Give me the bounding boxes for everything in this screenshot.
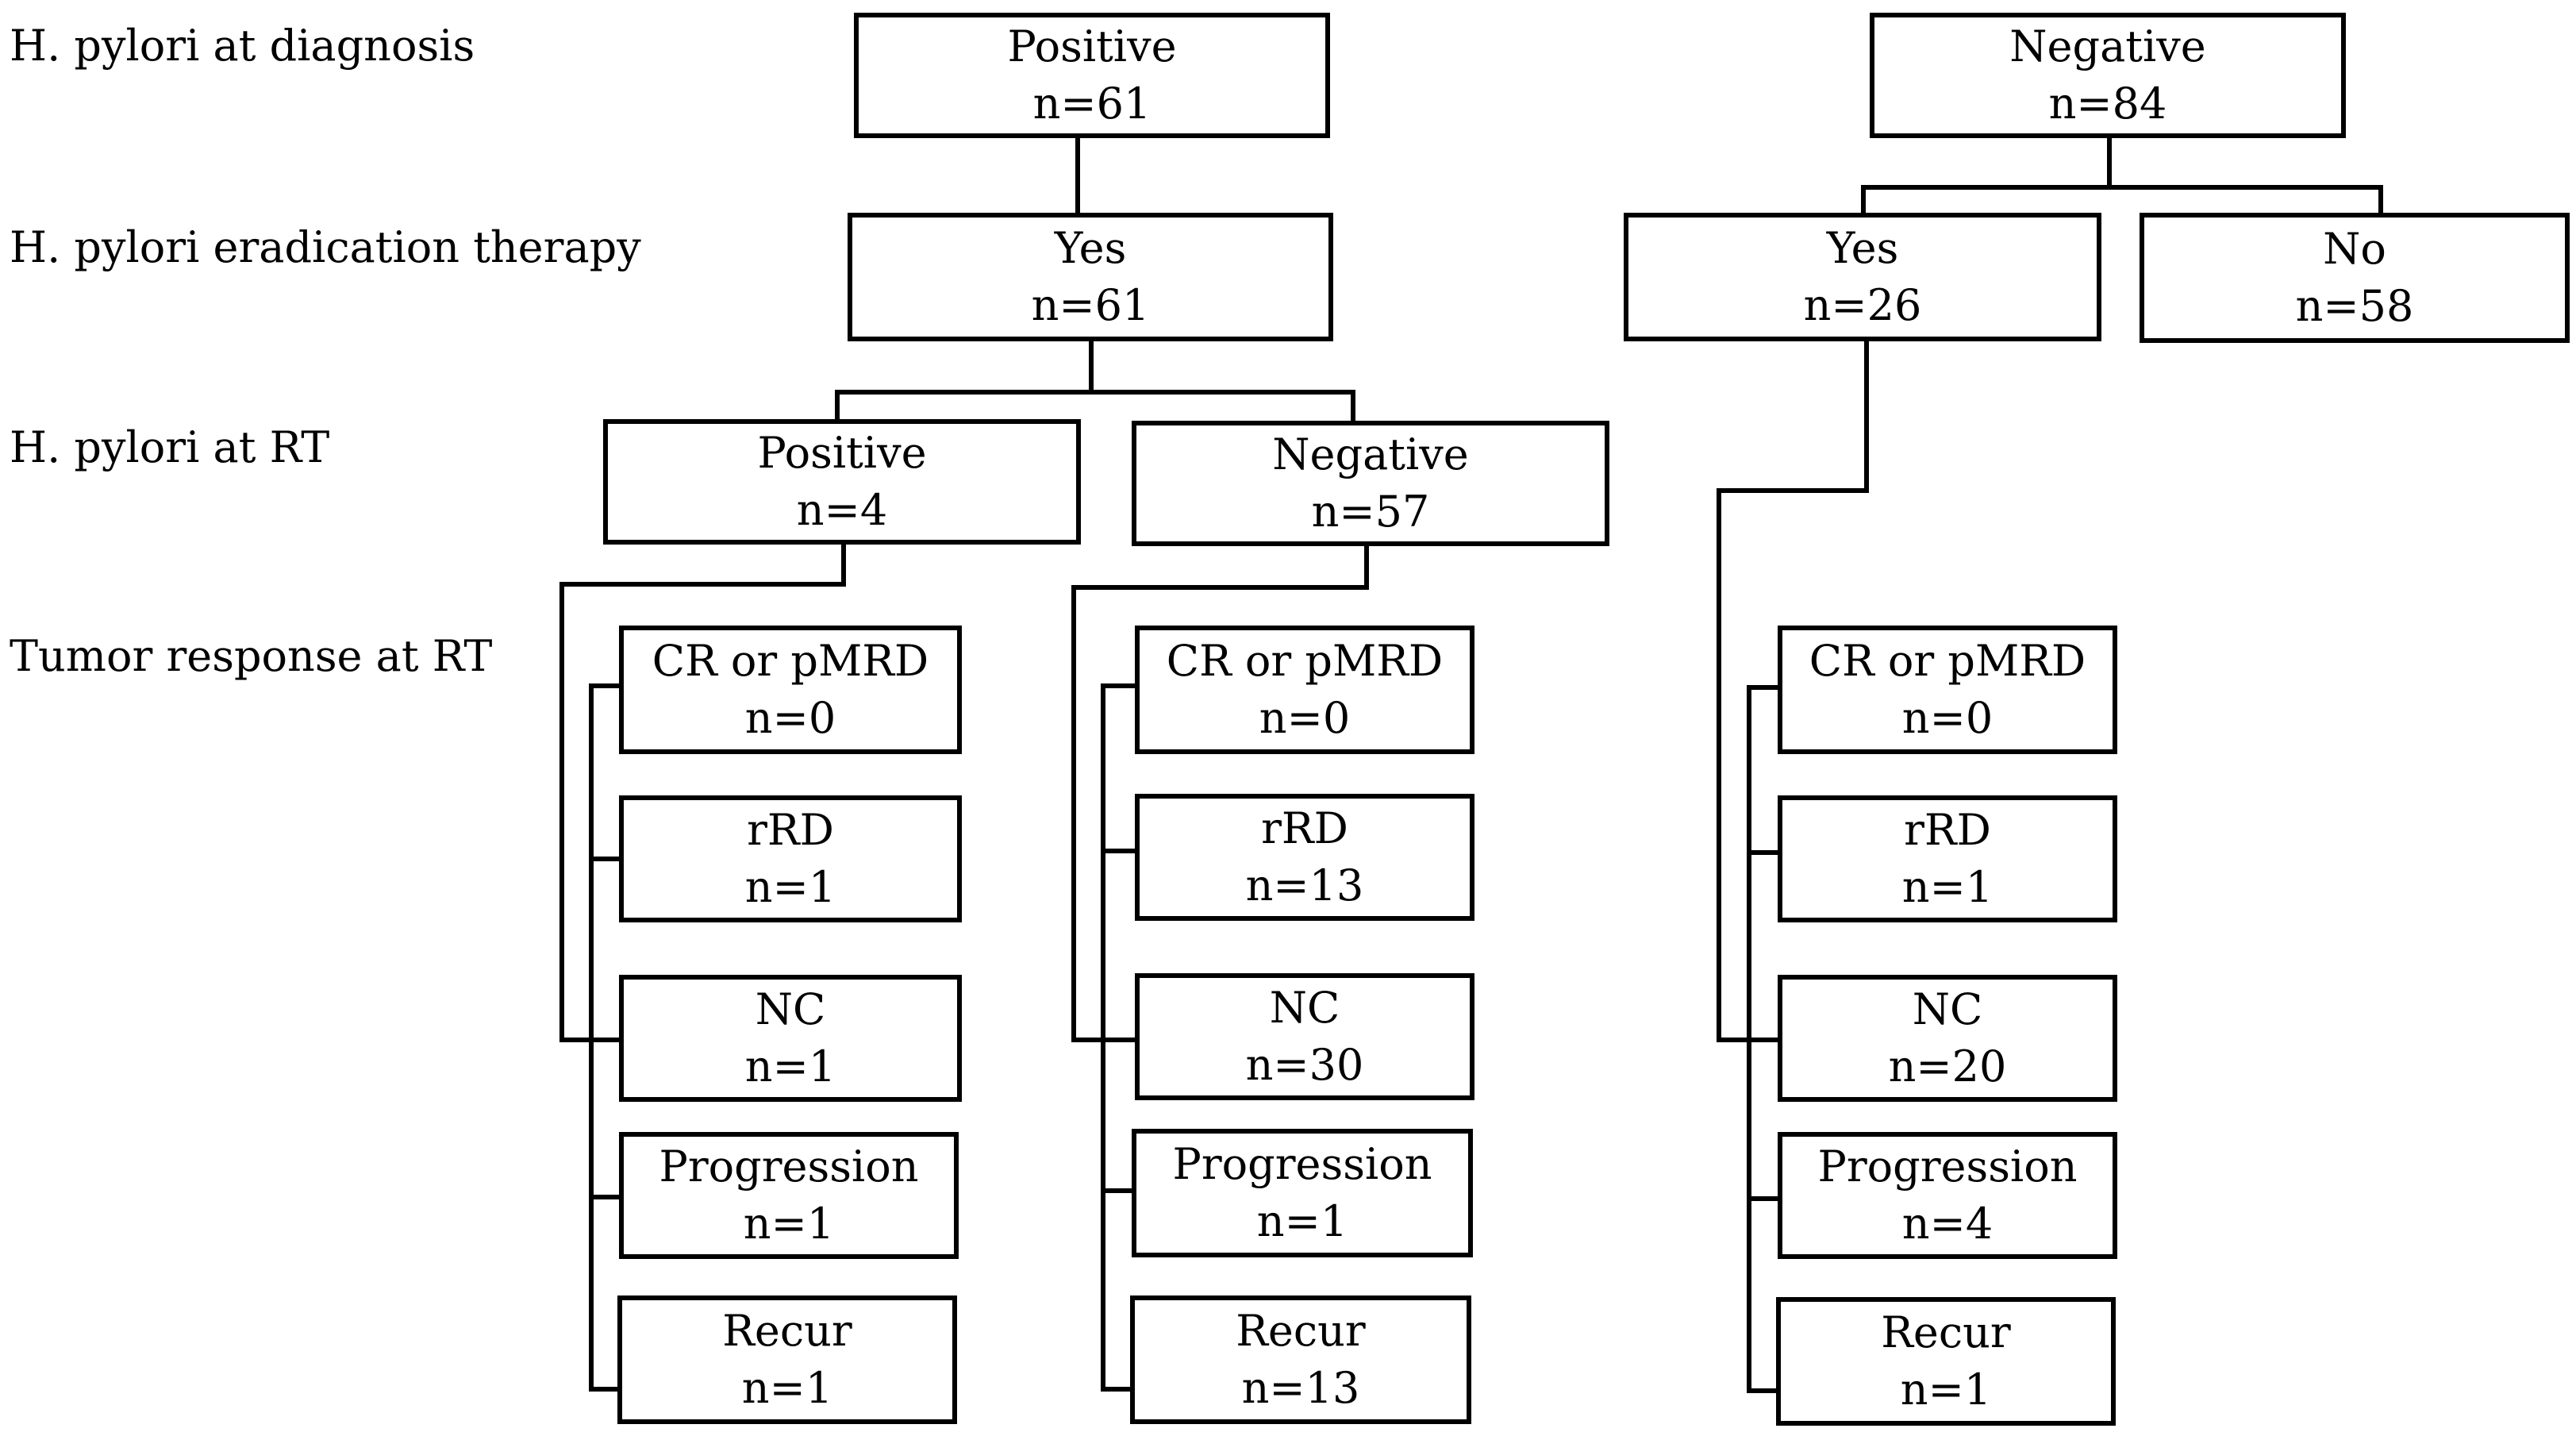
box-eradication-positive-yes: Yes n=61	[848, 213, 1333, 341]
box-label: rRD	[1261, 803, 1348, 853]
connector-rt-positive-to-responses	[559, 541, 846, 1042]
box-count: n=13	[1241, 1363, 1360, 1413]
connector-group2-bracket	[1101, 683, 1137, 1392]
box-count: n=4	[1901, 1199, 1994, 1249]
box-response-dneg-rrd: rRD n=1	[1778, 795, 2117, 922]
connector-group3-bracket	[1747, 685, 1780, 1393]
box-label: CR or pMRD	[652, 636, 929, 686]
box-response-rtpos-recur: Recur n=1	[617, 1295, 957, 1424]
box-label: Positive	[757, 428, 927, 478]
connector-erad-yes-to-rt	[835, 337, 1355, 425]
box-response-dneg-recur: Recur n=1	[1776, 1297, 2116, 1426]
row-label-eradication: H. pylori eradication therapy	[10, 222, 641, 272]
box-response-rtneg-nc: NC n=30	[1135, 973, 1474, 1100]
box-count: n=0	[1901, 693, 1994, 743]
box-count: n=1	[744, 1041, 836, 1091]
box-response-dneg-cr: CR or pMRD n=0	[1778, 626, 2117, 754]
connector-rt-negative-to-responses	[1071, 542, 1369, 1042]
box-label: No	[2323, 224, 2386, 274]
box-eradication-negative-no: No n=58	[2140, 213, 2570, 343]
box-response-dneg-nc: NC n=20	[1778, 975, 2117, 1102]
box-count: n=1	[741, 1363, 833, 1413]
box-label: Negative	[1272, 429, 1469, 479]
box-rt-negative: Negative n=57	[1132, 421, 1609, 546]
box-count: n=13	[1245, 860, 1364, 910]
box-label: Progression	[1172, 1139, 1432, 1189]
box-count: n=26	[1803, 280, 1922, 330]
row-label-diagnosis: H. pylori at diagnosis	[10, 21, 475, 71]
box-count: n=1	[744, 862, 836, 912]
box-count: n=58	[2295, 281, 2414, 331]
box-label: Yes	[1054, 223, 1127, 273]
box-count: n=57	[1311, 487, 1430, 537]
box-label: Recur	[722, 1306, 852, 1356]
box-response-rtneg-recur: Recur n=13	[1130, 1295, 1471, 1424]
row-label-tumor-response: Tumor response at RT	[10, 631, 493, 681]
box-rt-positive: Positive n=4	[603, 419, 1081, 545]
box-count: n=61	[1031, 280, 1150, 330]
box-diagnosis-negative: Negative n=84	[1870, 13, 2346, 138]
box-count: n=30	[1245, 1040, 1364, 1090]
box-label: rRD	[1904, 805, 1991, 855]
box-label: rRD	[747, 805, 834, 855]
box-label: Progression	[659, 1141, 919, 1192]
box-count: n=61	[1032, 79, 1152, 129]
box-eradication-negative-yes: Yes n=26	[1624, 213, 2101, 341]
box-label: CR or pMRD	[1166, 636, 1444, 686]
box-label: Negative	[2009, 21, 2206, 71]
box-response-rtpos-nc: NC n=1	[619, 975, 962, 1102]
box-response-rtpos-rrd: rRD n=1	[619, 795, 962, 922]
box-label: Positive	[1007, 21, 1177, 71]
box-count: n=1	[743, 1199, 835, 1249]
box-label: Progression	[1817, 1141, 2078, 1192]
box-label: Yes	[1826, 223, 1899, 273]
box-count: n=1	[1256, 1196, 1348, 1246]
box-count: n=20	[1888, 1041, 2007, 1091]
box-label: NC	[755, 984, 826, 1034]
box-label: Recur	[1236, 1306, 1366, 1356]
box-response-rtneg-progression: Progression n=1	[1132, 1129, 1473, 1257]
box-count: n=0	[1259, 693, 1351, 743]
box-response-rtneg-rrd: rRD n=13	[1135, 794, 1474, 921]
box-response-dneg-progression: Progression n=4	[1778, 1132, 2117, 1259]
box-diagnosis-positive: Positive n=61	[854, 13, 1330, 138]
box-response-rtneg-cr: CR or pMRD n=0	[1135, 626, 1474, 754]
box-count: n=84	[2048, 79, 2167, 129]
box-count: n=1	[1901, 862, 1994, 912]
box-label: NC	[1269, 983, 1340, 1033]
box-label: CR or pMRD	[1809, 636, 2086, 686]
box-response-rtpos-progression: Progression n=1	[619, 1132, 959, 1259]
box-label: Recur	[1881, 1307, 2011, 1357]
box-label: NC	[1912, 984, 1983, 1034]
box-count: n=4	[796, 485, 888, 535]
connector-diag-negative-to-erad	[1861, 134, 2383, 218]
box-count: n=1	[1900, 1365, 1992, 1415]
connector-erad-neg-yes-to-responses	[1717, 337, 1869, 1042]
connector-group1-bracket	[589, 683, 621, 1392]
row-label-at-rt: H. pylori at RT	[10, 422, 330, 472]
box-count: n=0	[744, 693, 836, 743]
box-response-rtpos-cr: CR or pMRD n=0	[619, 626, 962, 754]
